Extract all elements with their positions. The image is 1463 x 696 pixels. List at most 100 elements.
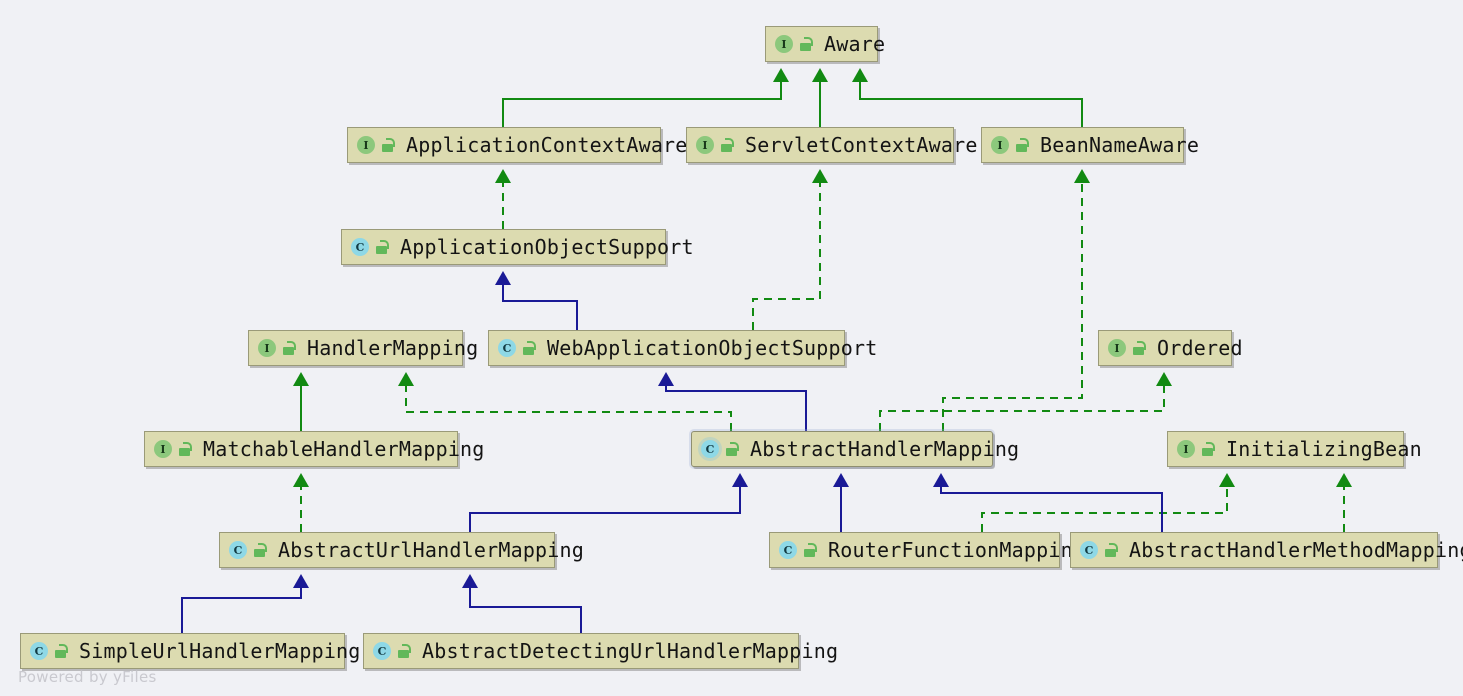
edge-webApplicationObjectSupport-to-applicationObjectSupport[interactable] xyxy=(502,284,578,330)
lock-body xyxy=(382,144,393,152)
arrowhead-webApplicationObjectSupport-to-applicationObjectSupport xyxy=(495,271,511,285)
lock-body xyxy=(1202,448,1213,456)
edge-abstractHandlerMapping-to-handlerMapping[interactable] xyxy=(405,385,732,431)
arrowhead-webApplicationObjectSupport-to-servletContextAware xyxy=(812,169,828,183)
lock-shackle xyxy=(402,644,411,653)
edge-simpleUrlHandlerMapping-to-abstractUrlHandlerMapping[interactable] xyxy=(181,587,302,633)
edge-abstractHandlerMapping-to-webApplicationObjectSupport[interactable] xyxy=(665,385,807,431)
lock-shackle xyxy=(725,138,734,147)
class-node-label: AbstractHandlerMethodMapping xyxy=(1129,538,1463,562)
edge-beanNameAware-to-aware[interactable] xyxy=(859,81,1083,127)
lock-body xyxy=(376,246,387,254)
type-glyph: I xyxy=(696,136,714,154)
unlocked-lock-icon xyxy=(375,240,389,254)
unlocked-lock-icon xyxy=(54,644,68,658)
interface-icon: I xyxy=(775,35,793,53)
unlocked-lock-icon xyxy=(381,138,395,152)
class-node-label: Ordered xyxy=(1157,336,1243,360)
edge-abstractHandlerMapping-to-ordered[interactable] xyxy=(879,385,1165,431)
arrowhead-applicationObjectSupport-to-applicationContextAware xyxy=(495,169,511,183)
arrowhead-simpleUrlHandlerMapping-to-abstractUrlHandlerMapping xyxy=(293,574,309,588)
interface-icon: I xyxy=(154,440,172,458)
interface-icon: I xyxy=(696,136,714,154)
class-node-simpleUrlHandlerMapping[interactable]: C SimpleUrlHandlerMapping xyxy=(20,633,360,669)
lock-shackle xyxy=(1109,543,1118,552)
arrowhead-matchableHandlerMapping-to-handlerMapping xyxy=(293,372,309,386)
lock-shackle xyxy=(1020,138,1029,147)
class-node-label: WebApplicationObjectSupport xyxy=(547,336,878,360)
class-node-label: ApplicationContextAware xyxy=(406,133,688,157)
unlocked-lock-icon xyxy=(282,341,296,355)
unlocked-lock-icon xyxy=(803,543,817,557)
lock-shackle xyxy=(380,240,389,249)
class-node-label: RouterFunctionMapping xyxy=(828,538,1086,562)
interface-icon: I xyxy=(258,339,276,357)
lock-body xyxy=(721,144,732,152)
class-node-label: Aware xyxy=(824,32,886,56)
class-node-label: SimpleUrlHandlerMapping xyxy=(79,639,361,663)
type-glyph: I xyxy=(357,136,375,154)
lock-body xyxy=(55,650,66,658)
class-node-abstractHandlerMethodMapping[interactable]: C AbstractHandlerMethodMapping xyxy=(1070,532,1463,568)
type-glyph: C xyxy=(498,339,516,357)
arrowhead-applicationContextAware-to-aware xyxy=(773,68,789,82)
edge-abstractUrlHandlerMapping-to-abstractHandlerMapping[interactable] xyxy=(469,486,741,532)
type-glyph: I xyxy=(1108,339,1126,357)
edge-abstractHandlerMethodMapping-to-abstractHandlerMapping[interactable] xyxy=(940,486,1163,532)
type-glyph: C xyxy=(229,541,247,559)
type-glyph: C xyxy=(1080,541,1098,559)
unlocked-lock-icon xyxy=(1015,138,1029,152)
edge-applicationContextAware-to-aware[interactable] xyxy=(502,81,782,127)
edge-abstractHandlerMapping-to-beanNameAware[interactable] xyxy=(942,182,1083,431)
class-icon: C xyxy=(351,238,369,256)
lock-shackle xyxy=(386,138,395,147)
unlocked-lock-icon xyxy=(799,37,813,51)
unlocked-lock-icon xyxy=(1201,442,1215,456)
class-node-label: AbstractUrlHandlerMapping xyxy=(278,538,585,562)
arrowhead-abstractHandlerMapping-to-ordered xyxy=(1156,372,1172,386)
arrowhead-abstractUrlHandlerMapping-to-matchableHandlerMapping xyxy=(293,473,309,487)
arrowhead-routerFunctionMapping-to-abstractHandlerMapping xyxy=(833,473,849,487)
lock-shackle xyxy=(527,341,536,350)
type-glyph: C xyxy=(373,642,391,660)
edge-webApplicationObjectSupport-to-servletContextAware[interactable] xyxy=(752,182,821,330)
type-glyph: I xyxy=(775,35,793,53)
arrowhead-abstractHandlerMapping-to-handlerMapping xyxy=(398,372,414,386)
type-glyph: C xyxy=(351,238,369,256)
unlocked-lock-icon xyxy=(720,138,734,152)
unlocked-lock-icon xyxy=(397,644,411,658)
arrowhead-abstractHandlerMapping-to-beanNameAware xyxy=(1074,169,1090,183)
lock-shackle xyxy=(804,37,813,46)
class-node-aware[interactable]: I Aware xyxy=(765,26,885,62)
class-icon: C xyxy=(229,541,247,559)
interface-icon: I xyxy=(1108,339,1126,357)
type-glyph: I xyxy=(154,440,172,458)
class-icon: C xyxy=(498,339,516,357)
class-node-label: AbstractHandlerMapping xyxy=(750,437,1020,461)
class-icon: C xyxy=(30,642,48,660)
class-node-abstractDetectingUrlHandlerMapping[interactable]: C AbstractDetectingUrlHandlerMapping xyxy=(363,633,838,669)
edge-abstractDetectingUrlHandlerMapping-to-abstractUrlHandlerMapping[interactable] xyxy=(469,587,582,633)
class-node-applicationContextAware[interactable]: I ApplicationContextAware xyxy=(347,127,687,163)
interface-icon: I xyxy=(991,136,1009,154)
type-glyph: I xyxy=(1177,440,1195,458)
class-node-webApplicationObjectSupport[interactable]: C WebApplicationObjectSupport xyxy=(488,330,877,366)
class-node-label: AbstractDetectingUrlHandlerMapping xyxy=(422,639,839,663)
lock-body xyxy=(800,43,811,51)
class-node-ordered[interactable]: I Ordered xyxy=(1098,330,1242,366)
edge-routerFunctionMapping-to-initializingBean[interactable] xyxy=(981,486,1228,532)
lock-body xyxy=(254,549,265,557)
lock-shackle xyxy=(1206,442,1215,451)
lock-shackle xyxy=(183,442,192,451)
class-node-abstractUrlHandlerMapping[interactable]: C AbstractUrlHandlerMapping xyxy=(219,532,584,568)
class-icon: C xyxy=(373,642,391,660)
